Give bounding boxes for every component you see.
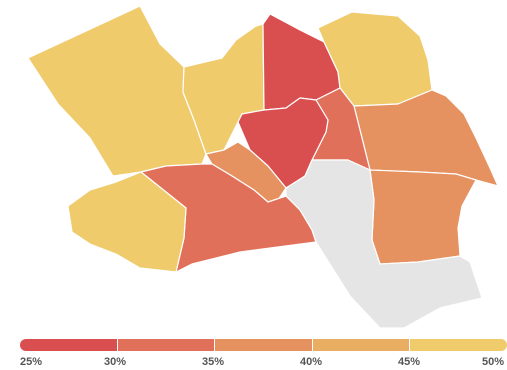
legend-label-25: 25% xyxy=(20,356,43,368)
legend-segment-5 xyxy=(410,339,507,351)
legend-label-50: 50% xyxy=(482,356,505,368)
legend-label-45: 45% xyxy=(398,356,421,368)
legend-segment-4 xyxy=(312,339,411,351)
region-southeast[interactable] xyxy=(369,169,477,265)
legend-segment-2 xyxy=(117,339,216,351)
legend-label-30: 30% xyxy=(104,356,127,368)
legend-label-35: 35% xyxy=(202,356,225,368)
region-west[interactable] xyxy=(67,171,187,273)
legend-segment-1 xyxy=(20,339,118,351)
legend-label-40: 40% xyxy=(300,356,323,368)
region-northwest[interactable] xyxy=(27,5,207,177)
legend-labels: 25% 30% 35% 40% 45% 50% xyxy=(0,355,507,369)
region-south-east-gray[interactable] xyxy=(285,159,483,329)
legend-color-scale xyxy=(20,339,507,351)
legend-segment-3 xyxy=(215,339,313,351)
